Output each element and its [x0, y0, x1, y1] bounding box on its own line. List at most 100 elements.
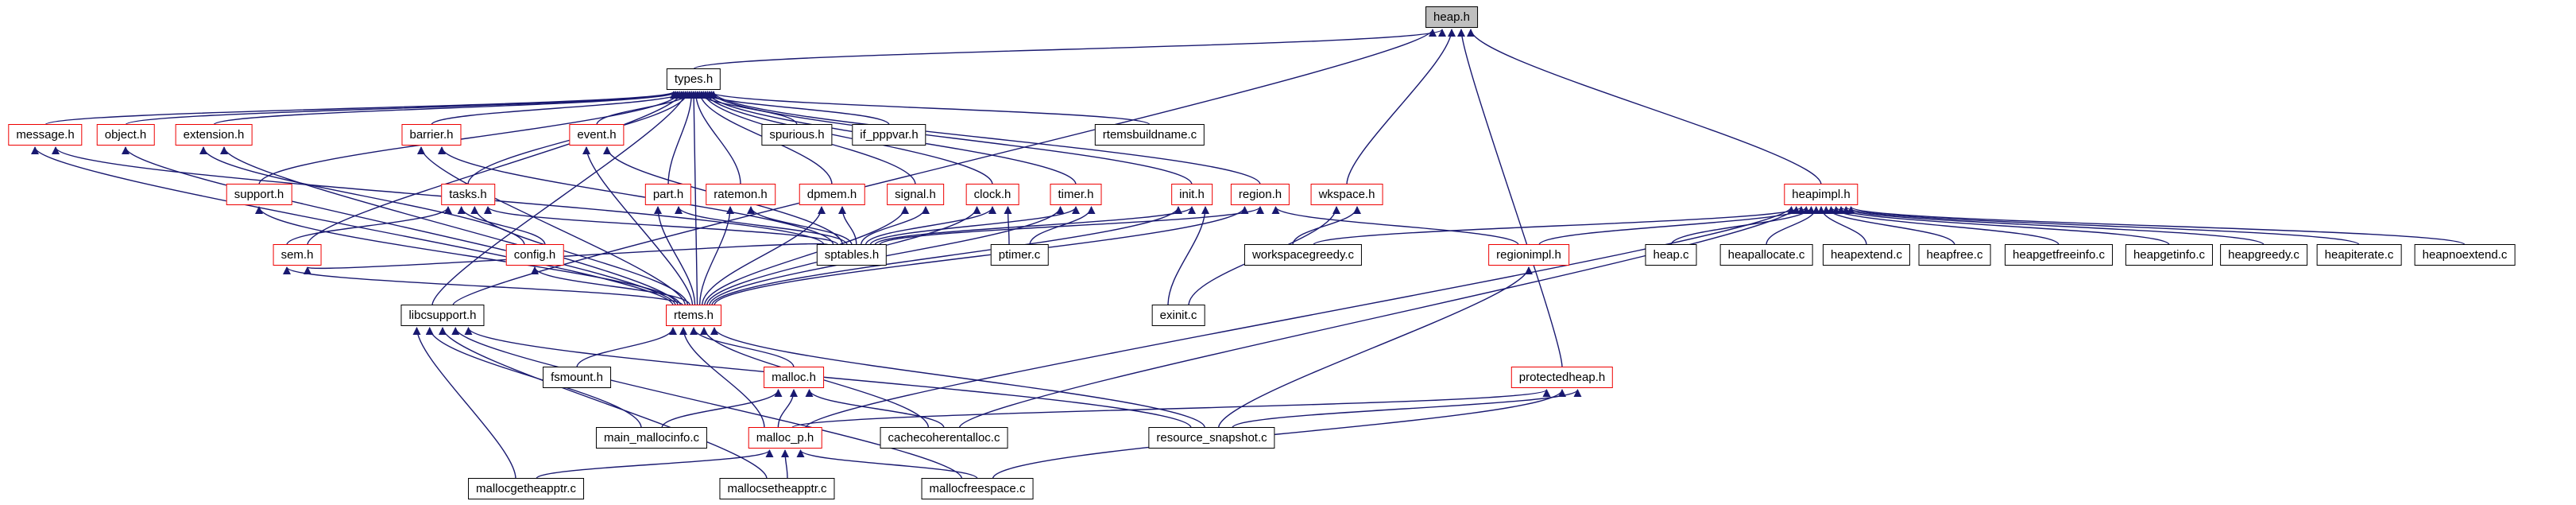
include-edge-heapallocate_c-to-heapimpl_h	[1766, 206, 1820, 246]
include-edge-object_h-to-types_h	[125, 91, 680, 126]
include-edge-heapiterate_c-to-heapimpl_h	[1842, 206, 2360, 246]
graph-node-heapgreedy_c[interactable]: heapgreedy.c	[2220, 244, 2307, 266]
graph-node-mallocsetheapptr_c[interactable]: mallocsetheapptr.c	[719, 478, 835, 499]
graph-node-main_mallocinfo_c[interactable]: main_mallocinfo.c	[595, 427, 708, 449]
graph-node-dpmem_h[interactable]: dpmem.h	[799, 184, 865, 205]
graph-node-clock_h[interactable]: clock.h	[965, 184, 1019, 205]
graph-node-ratemon_h[interactable]: ratemon.h	[706, 184, 776, 205]
graph-node-object_h[interactable]: object.h	[96, 124, 155, 146]
graph-node-mallocgetheapptr_c[interactable]: mallocgetheapptr.c	[468, 478, 584, 499]
include-edge-sptables_h-to-barrier_h	[438, 146, 834, 246]
graph-node-heapiterate_c[interactable]: heapiterate.c	[2316, 244, 2402, 266]
graph-node-resource_snapshot_c[interactable]: resource_snapshot.c	[1148, 427, 1275, 449]
graph-node-part_h[interactable]: part.h	[644, 184, 692, 205]
include-edge-part_h-to-types_h	[667, 91, 696, 185]
include-edge-rtems_h-to-sem_h	[283, 266, 683, 306]
graph-node-exinit_c[interactable]: exinit.c	[1151, 305, 1205, 326]
graph-node-heapgetfreeinfo_c[interactable]: heapgetfreeinfo.c	[2005, 244, 2113, 266]
graph-node-heap_c[interactable]: heap.c	[1645, 244, 1697, 266]
graph-node-timer_h[interactable]: timer.h	[1050, 184, 1102, 205]
graph-node-sem_h[interactable]: sem.h	[273, 244, 322, 266]
include-edge-rtems_h-to-init_h	[711, 206, 1182, 306]
graph-node-extension_h[interactable]: extension.h	[175, 124, 253, 146]
include-edge-rtems_h-to-ratemon_h	[698, 206, 734, 306]
graph-node-heapallocate_c[interactable]: heapallocate.c	[1719, 244, 1813, 266]
include-edge-sem_h-to-tasks_h	[286, 206, 452, 246]
include-edge-rtems_h-to-tasks_h	[470, 206, 689, 306]
graph-node-fsmount_h[interactable]: fsmount.h	[543, 367, 611, 388]
graph-node-config_h[interactable]: config.h	[505, 244, 564, 266]
include-edge-init_h-to-types_h	[707, 91, 1193, 185]
include-edge-support_h-to-types_h	[258, 91, 684, 185]
include-edge-rtems_h-to-part_h	[654, 206, 696, 306]
graph-node-rtems_h[interactable]: rtems.h	[665, 305, 722, 326]
include-edge-heapgetinfo_c-to-heapimpl_h	[1831, 206, 2170, 246]
include-edge-cachecoherentalloc_c-to-heapimpl_h	[958, 206, 1800, 429]
graph-node-event_h[interactable]: event.h	[569, 124, 625, 146]
include-edge-malloc_h-to-rtems_h	[690, 327, 795, 368]
graph-node-libcsupport_h[interactable]: libcsupport.h	[400, 305, 485, 326]
include-edge-rtems_h-to-message_h	[31, 146, 674, 306]
graph-node-heapextend_c[interactable]: heapextend.c	[1822, 244, 1911, 266]
graph-node-cachecoherentalloc_c[interactable]: cachecoherentalloc.c	[880, 427, 1008, 449]
include-edge-ptimer_c-to-timer_h	[1029, 206, 1096, 246]
graph-node-region_h[interactable]: region.h	[1230, 184, 1290, 205]
include-edge-sptables_h-to-tasks_h	[484, 206, 839, 246]
include-edge-sptables_h-to-dpmem_h	[838, 206, 857, 246]
include-edge-config_h-to-tasks_h	[457, 206, 546, 246]
include-edge-rtems_h-to-support_h	[255, 206, 681, 306]
graph-node-mallocfreespace_c[interactable]: mallocfreespace.c	[921, 478, 1034, 499]
graph-node-protectedheap_h[interactable]: protectedheap.h	[1510, 367, 1614, 388]
include-edge-sptables_h-to-signal_h	[860, 206, 930, 246]
include-edge-regionimpl_h-to-region_h	[1271, 206, 1519, 246]
graph-node-message_h[interactable]: message.h	[8, 124, 83, 146]
graph-node-ptimer_c[interactable]: ptimer.c	[990, 244, 1049, 266]
include-edge-workspacegreedy_c-to-heapimpl_h	[1313, 206, 1805, 246]
include-edge-config_h-to-extension_h	[199, 146, 525, 246]
include-edge-rtems_h-to-types_h	[690, 91, 698, 306]
include-edge-heap_c-to-heapimpl_h	[1670, 206, 1816, 246]
graph-node-support_h[interactable]: support.h	[226, 184, 292, 205]
include-edge-libcsupport_h-to-heap_h	[452, 29, 1437, 306]
include-edge-mallocsetheapptr_c-to-malloc_p_h	[781, 449, 790, 480]
include-edge-region_h-to-types_h	[710, 91, 1261, 185]
include-edge-sptables_h-to-ratemon_h	[747, 206, 853, 246]
graph-node-regionimpl_h[interactable]: regionimpl.h	[1488, 244, 1569, 266]
include-edge-exinit_c-to-init_h	[1167, 206, 1209, 306]
include-edge-ptimer_c-to-clock_h	[1004, 206, 1012, 246]
graph-node-signal_h[interactable]: signal.h	[887, 184, 944, 205]
graph-node-malloc_p_h[interactable]: malloc_p.h	[748, 427, 822, 449]
graph-node-heapnoextend_c[interactable]: heapnoextend.c	[2414, 244, 2516, 266]
include-edge-protectedheap_h-to-heap_h	[1457, 29, 1563, 368]
graph-node-tasks_h[interactable]: tasks.h	[441, 184, 495, 205]
include-edge-regionimpl_h-to-heapimpl_h	[1538, 206, 1811, 246]
graph-node-if_pppvar_h[interactable]: if_pppvar.h	[852, 124, 926, 146]
graph-node-spurious_h[interactable]: spurious.h	[761, 124, 833, 146]
graph-node-heapimpl_h[interactable]: heapimpl.h	[1784, 184, 1859, 205]
include-edge-libcsupport_h-to-types_h	[431, 91, 690, 306]
include-edge-rtems_h-to-config_h	[531, 266, 691, 306]
graph-node-init_h[interactable]: init.h	[1171, 184, 1213, 205]
graph-node-barrier_h[interactable]: barrier.h	[401, 124, 462, 146]
include-edge-sptables_h-to-region_h	[879, 206, 1264, 246]
include-edge-fsmount_h-to-rtems_h	[576, 327, 677, 368]
include-edge-rtemsbuildname_c-to-types_h	[706, 91, 1151, 126]
graph-node-heapfree_c[interactable]: heapfree.c	[1918, 244, 1991, 266]
include-edge-rtems_h-to-object_h	[122, 146, 676, 306]
include-edge-malloc_p_h-to-heapimpl_h	[805, 206, 1796, 429]
graph-node-rtemsbuildname_c[interactable]: rtemsbuildname.c	[1094, 124, 1205, 146]
include-edge-rtems_h-to-dpmem_h	[702, 206, 826, 306]
include-edge-resource_snapshot_c-to-libcsupport_h	[464, 327, 1192, 429]
include-edge-mallocfreespace_c-to-malloc_p_h	[796, 449, 978, 480]
graph-node-malloc_h[interactable]: malloc.h	[764, 367, 824, 388]
include-edge-heapnoextend_c-to-heapimpl_h	[1847, 206, 2466, 246]
include-edge-extension_h-to-types_h	[213, 91, 682, 126]
graph-node-workspacegreedy_c[interactable]: workspacegreedy.c	[1244, 244, 1363, 266]
include-edge-malloc_p_h-to-malloc_h	[777, 389, 798, 429]
graph-node-wkspace_h[interactable]: wkspace.h	[1310, 184, 1383, 205]
include-edge-sptables_h-to-timer_h	[869, 206, 1080, 246]
graph-node-sptables_h[interactable]: sptables.h	[816, 244, 888, 266]
graph-node-heapgetinfo_c[interactable]: heapgetinfo.c	[2125, 244, 2214, 266]
graph-node-types_h[interactable]: types.h	[666, 68, 721, 90]
